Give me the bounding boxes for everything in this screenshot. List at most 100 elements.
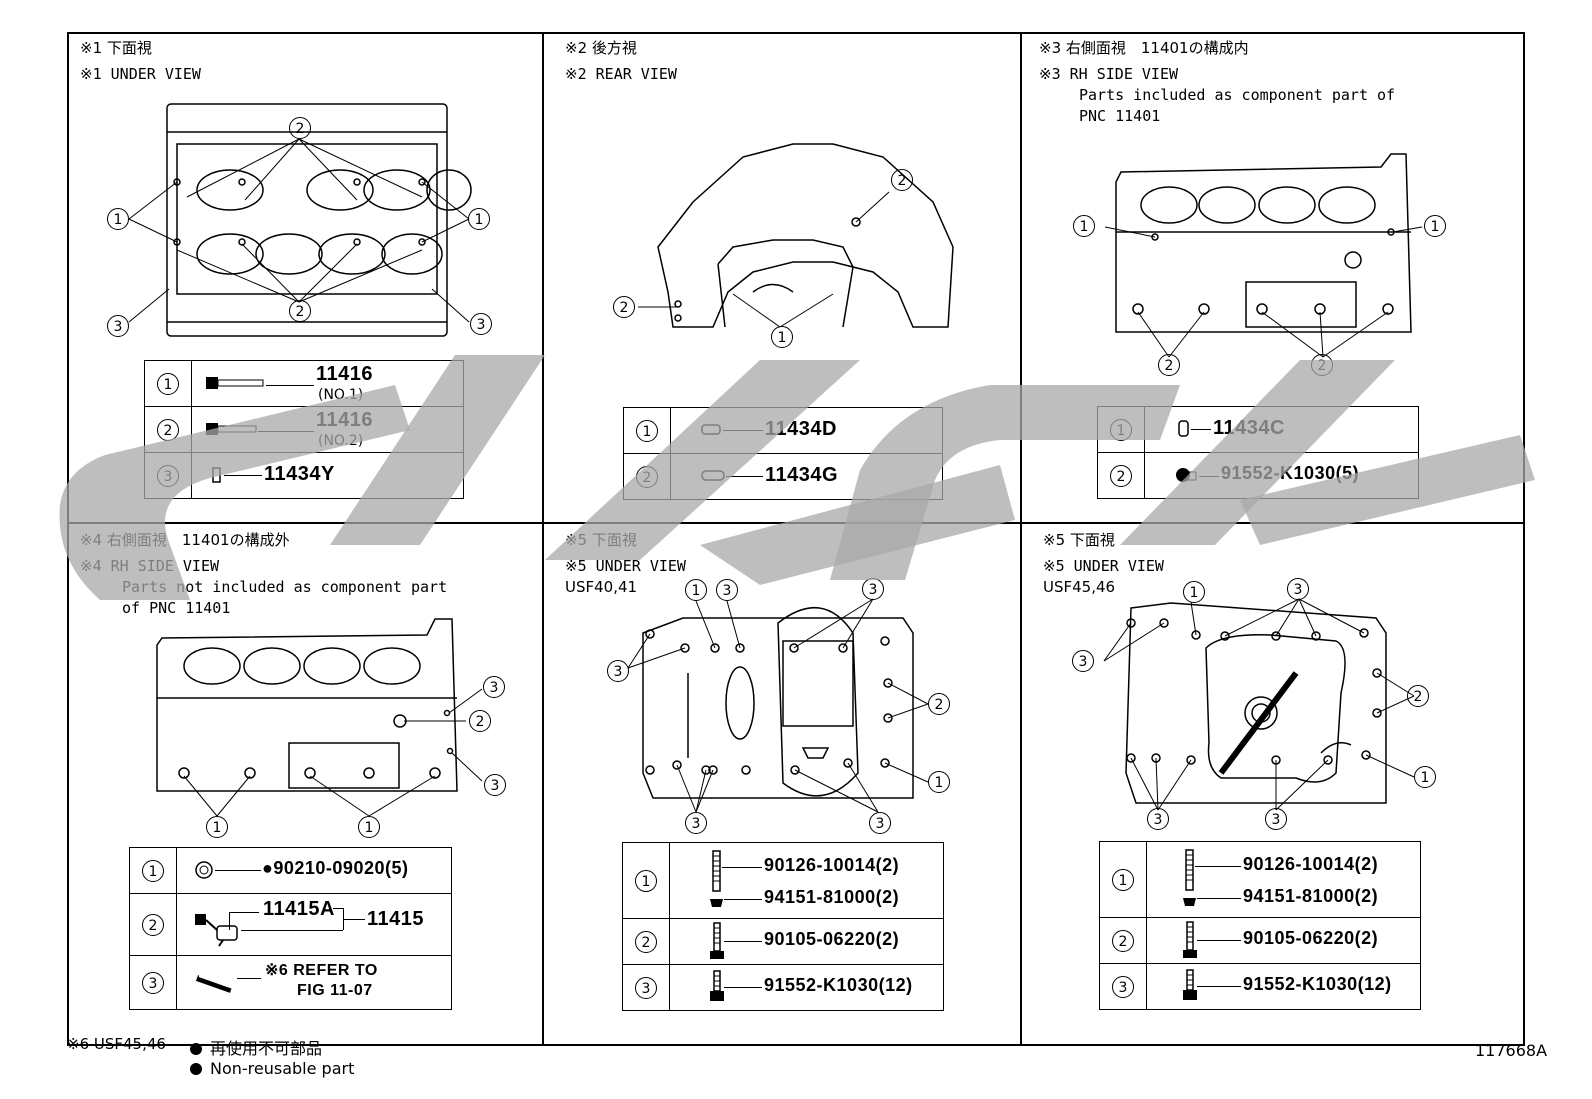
callout-1: 1 — [685, 579, 707, 601]
panel-title-en: ※1 UNDER VIEW — [80, 65, 201, 83]
part-number: 90126-10014(2) — [764, 855, 900, 875]
callout-1: 1 — [206, 816, 228, 838]
parts-row: 1 11434C — [1097, 406, 1419, 453]
footnote-en: Non-reusable part — [190, 1059, 354, 1078]
bolt-icon — [1183, 921, 1197, 958]
part-number: 11415A — [263, 898, 335, 920]
row-number: 1 — [1110, 418, 1132, 441]
part-number: 94151-81000(2) — [764, 887, 900, 907]
engine-block-under-illustration — [128, 103, 472, 337]
footnote-jp-text: 再使用不可部品 — [210, 1039, 323, 1058]
pin-icon — [701, 424, 721, 435]
part-number: 11416 — [316, 409, 374, 431]
panel-rear-view: ※2 後方視 ※2 REAR VIEW 2 2 1 1 11434D 2 — [543, 32, 1021, 523]
oil-jet-icon — [195, 914, 238, 947]
callout-1: 1 — [107, 208, 129, 230]
callout-1: 1 — [1073, 215, 1095, 237]
parts-row: 1 90126-10014(2) 94151-81000(2) — [622, 842, 944, 919]
panel-under-view-usf40: ※5 下面視 ※5 UNDER VIEW USF40,41 — [543, 523, 1021, 1046]
callout-3: 3 — [685, 812, 707, 834]
callout-3: 3 — [1287, 578, 1309, 600]
part-number: 11434D — [765, 418, 837, 440]
pin-icon — [1178, 420, 1189, 437]
row-number: 2 — [635, 930, 657, 953]
panel-note: of PNC 11401 — [122, 599, 231, 617]
parts-row: 2 11416 (NO.2) — [144, 406, 464, 453]
panel-title-jp: ※3 右側面視 11401の構成内 — [1039, 39, 1249, 57]
parts-row: 1 11416 (NO.1) — [144, 360, 464, 407]
bullet-dot-icon — [190, 1063, 202, 1075]
row-number: 2 — [1112, 929, 1134, 952]
engine-block-rh-illustration — [1104, 153, 1423, 358]
callout-2: 2 — [613, 296, 635, 318]
panel-under-view-1: ※1 下面視 ※1 UNDER VIEW 2 1 1 2 3 3 — [67, 32, 543, 523]
panel-rh-side-view-included: ※3 右側面視 11401の構成内 ※3 RH SIDE VIEW Parts … — [1021, 32, 1525, 523]
model-code: USF45,46 — [1043, 578, 1116, 596]
parts-row: 3 ※6 REFER TO FIG 11-07 — [129, 955, 452, 1010]
row-number: 1 — [142, 859, 164, 882]
parts-table-1: 1 11416 (NO.1) 2 11416 (NO.2) 3 11434Y — [144, 360, 464, 499]
row-number: 2 — [157, 418, 179, 441]
row-number: 1 — [636, 419, 658, 442]
panel-title-en: ※2 REAR VIEW — [565, 65, 677, 83]
footnote-label: ※6 USF45,46 — [67, 1035, 166, 1053]
row-number: 2 — [1110, 464, 1132, 487]
callout-1: 1 — [771, 326, 793, 348]
refer-note: FIG 11-07 — [297, 982, 373, 999]
panel-rh-side-view-excluded: ※4 右側面視 11401の構成外 ※4 RH SIDE VIEW Parts … — [67, 523, 543, 1046]
parts-table-5: 1 90126-10014(2) 94151-81000(2) 2 90105-… — [622, 842, 944, 1011]
callout-3: 3 — [107, 315, 129, 337]
part-number: 90105-06220(2) — [1243, 928, 1379, 948]
callout-3: 3 — [484, 774, 506, 796]
footnote-jp: 再使用不可部品 — [190, 1035, 322, 1059]
model-code: USF40,41 — [565, 578, 638, 596]
callout-1: 1 — [928, 771, 950, 793]
part-sub: (NO.2) — [318, 433, 364, 449]
parts-table-6: 1 90126-10014(2) 94151-81000(2) 2 90105-… — [1099, 841, 1421, 1010]
callout-3: 3 — [1265, 808, 1287, 830]
callout-1: 1 — [1424, 215, 1446, 237]
callout-1: 1 — [358, 816, 380, 838]
parts-row: 1 ●90210-09020(5) — [129, 847, 452, 894]
bolt-icon — [710, 922, 724, 959]
callout-1: 1 — [1183, 581, 1205, 603]
part-number: 11415 — [367, 908, 425, 930]
parts-row: 3 91552-K1030(12) — [1099, 963, 1421, 1010]
stud-bolt-icon — [710, 850, 723, 907]
part-number: 11434Y — [264, 463, 335, 485]
row-number: 3 — [1112, 975, 1134, 998]
panel-title-jp: ※2 後方視 — [565, 39, 637, 57]
row-number: 1 — [157, 372, 179, 395]
row-number: 2 — [636, 465, 658, 488]
callout-3: 3 — [716, 579, 738, 601]
engine-block-rear-illustration — [638, 143, 954, 328]
part-number: 91552-K1030(12) — [1243, 974, 1392, 994]
washer-icon — [195, 861, 213, 879]
callout-3: 3 — [1072, 650, 1094, 672]
panel-title-jp: ※1 下面視 — [80, 39, 152, 57]
bolt-icon — [206, 423, 257, 435]
parts-row: 2 11415A 11415 — [129, 893, 452, 956]
row-number: 1 — [635, 869, 657, 892]
callout-2: 2 — [289, 117, 311, 139]
row-number: 3 — [157, 464, 179, 487]
callout-2: 2 — [289, 300, 311, 322]
callout-1: 1 — [1414, 766, 1436, 788]
parts-row: 2 90105-06220(2) — [622, 918, 944, 965]
parts-row: 1 90126-10014(2) 94151-81000(2) — [1099, 841, 1421, 918]
panel-under-view-usf45: ※5 下面視 ※5 UNDER VIEW USF45,46 1 3 3 — [1021, 523, 1525, 1046]
parts-row: 1 11434D — [623, 407, 943, 454]
part-number: 94151-81000(2) — [1243, 886, 1379, 906]
part-number: 11434C — [1213, 417, 1285, 439]
callout-3: 3 — [470, 313, 492, 335]
parts-table-4: 1 ●90210-09020(5) 2 11415A 11415 3 — [129, 847, 452, 1010]
part-number: 91552-K1030(12) — [764, 975, 913, 995]
bullet-dot-icon — [190, 1043, 202, 1055]
panel-note: PNC 11401 — [1079, 107, 1161, 125]
parts-row: 2 91552-K1030(5) — [1097, 452, 1419, 499]
part-number: 91552-K1030(5) — [1221, 463, 1360, 483]
plug-icon — [212, 467, 221, 483]
parts-row: 2 11434G — [623, 453, 943, 500]
refer-note: ※6 REFER TO — [265, 962, 378, 979]
callout-3: 3 — [869, 812, 891, 834]
